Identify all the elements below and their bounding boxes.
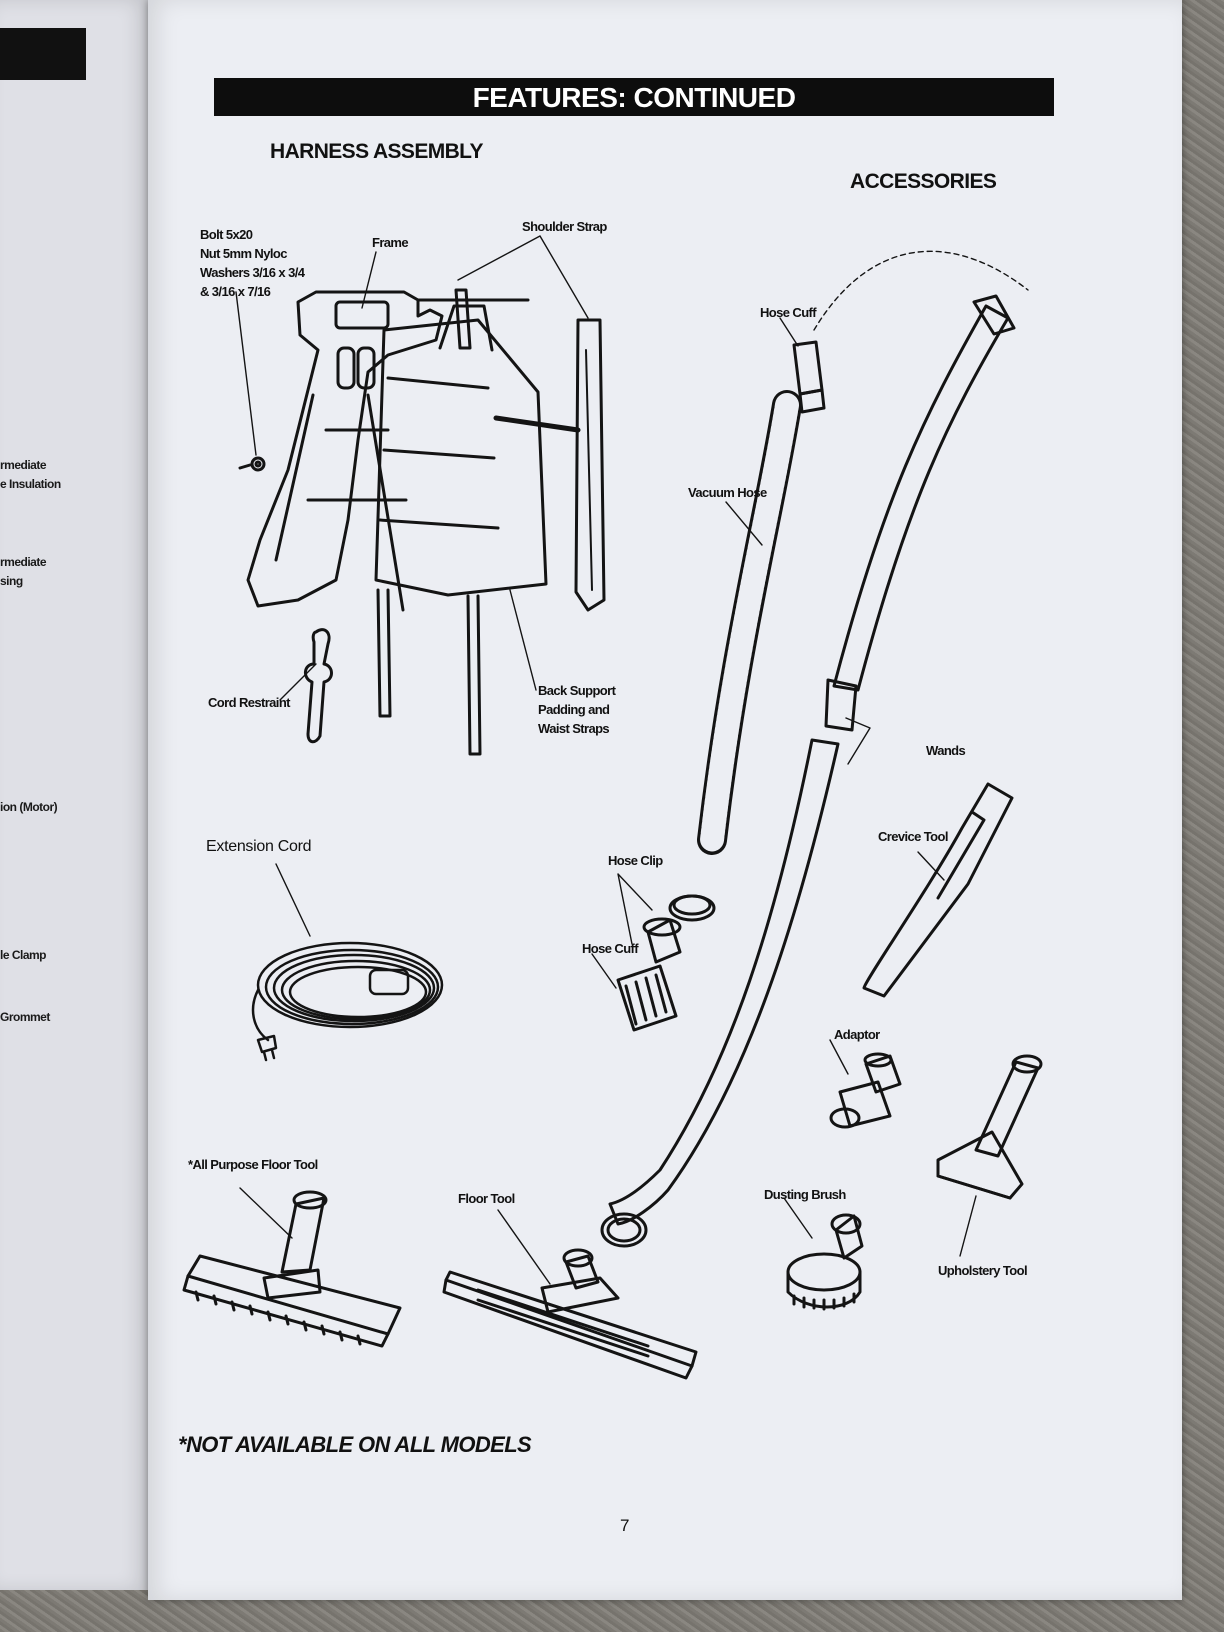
hose-clip-label: Hose Clip [608,853,663,868]
crevice-tool-drawing [862,782,1014,998]
availability-note: *NOT AVAILABLE ON ALL MODELS [178,1432,532,1457]
floor-tool-drawing [442,1248,698,1380]
left-fragment: e Insulation [0,477,61,491]
left-page-edge: rmediate e Insulation rmediate sing ion … [0,0,152,1590]
hardware-line: Washers 3/16 x 3/4 [200,264,305,280]
left-page-header-bar [0,28,86,80]
accessories-heading: ACCESSORIES [850,170,997,193]
hardware-line: Nut 5mm Nyloc [200,245,287,261]
adaptor-label: Adaptor [834,1027,880,1042]
parts-illustration [182,235,1043,1380]
cord-restraint-label: Cord Restraint [208,695,290,710]
hardware-line: & 3/16 x 7/16 [200,283,271,299]
harness-heading: HARNESS ASSEMBLY [270,140,483,163]
wands-leaders [845,717,871,765]
adaptor-drawing [829,1052,902,1129]
crevice-tool-label: Crevice Tool [878,829,948,844]
harness-leader-lines [235,235,589,701]
vacuum-hose-drawing [697,250,1029,855]
vacuum-hose-leaders [725,317,799,546]
floor-tool-label: Floor Tool [458,1191,515,1206]
back-support-line: Back Support [538,683,616,698]
hose-clip-and-cuff-drawing [616,894,716,1032]
dusting-brush-leader [783,1197,813,1239]
left-fragment: sing [0,574,23,588]
hardware-line: Bolt 5x20 [200,227,253,242]
adaptor-leader [829,1039,849,1075]
wands-drawing [600,294,1016,1248]
dusting-brush-drawing [786,1213,864,1311]
upholstery-tool-drawing [936,1054,1043,1200]
harness-frame-drawing [238,288,606,756]
left-fragment: ion (Motor) [0,800,58,814]
left-fragment: le Clamp [0,948,47,962]
dusting-brush-label: Dusting Brush [764,1187,846,1202]
frame-label: Frame [372,235,409,250]
extension-cord-label: Extension Cord [206,838,312,855]
hose-clip-leaders [591,873,653,989]
all-purpose-floor-tool-label: *All Purpose Floor Tool [188,1157,318,1172]
title-bar: FEATURES: CONTINUED [214,78,1054,116]
left-fragment: rmediate [0,458,47,472]
extension-cord-leader [275,863,311,937]
cord-restraint-drawing [304,628,333,744]
left-fragment: rmediate [0,555,47,569]
back-support-line: Waist Straps [538,720,610,736]
manual-page: FEATURES: CONTINUED HARNESS ASSEMBLY ACC… [148,0,1182,1600]
back-support-line: Padding and [538,701,610,717]
floor-tool-leader [497,1209,551,1285]
page-title: FEATURES: CONTINUED [472,82,796,113]
page-number: 7 [620,1516,630,1535]
back-support-label: Back Support Padding and Waist Straps [538,682,616,739]
vacuum-hose-label: Vacuum Hose [688,485,767,500]
upholstery-tool-leader [959,1195,977,1257]
all-purpose-floor-tool-drawing [182,1190,402,1348]
shoulder-strap-label: Shoulder Strap [522,219,607,234]
left-fragment: Grommet [0,1010,50,1024]
extension-cord-drawing [251,941,444,1062]
hardware-label: Bolt 5x20 Nut 5mm Nyloc Washers 3/16 x 3… [200,226,305,301]
hose-cuff-top-label: Hose Cuff [760,305,817,320]
all-purpose-floor-tool-leader [239,1187,293,1239]
crevice-tool-leader [917,851,945,881]
upholstery-tool-label: Upholstery Tool [938,1263,1028,1278]
wands-label: Wands [926,743,966,758]
hose-cuff-bottom-label: Hose Cuff [582,941,639,956]
